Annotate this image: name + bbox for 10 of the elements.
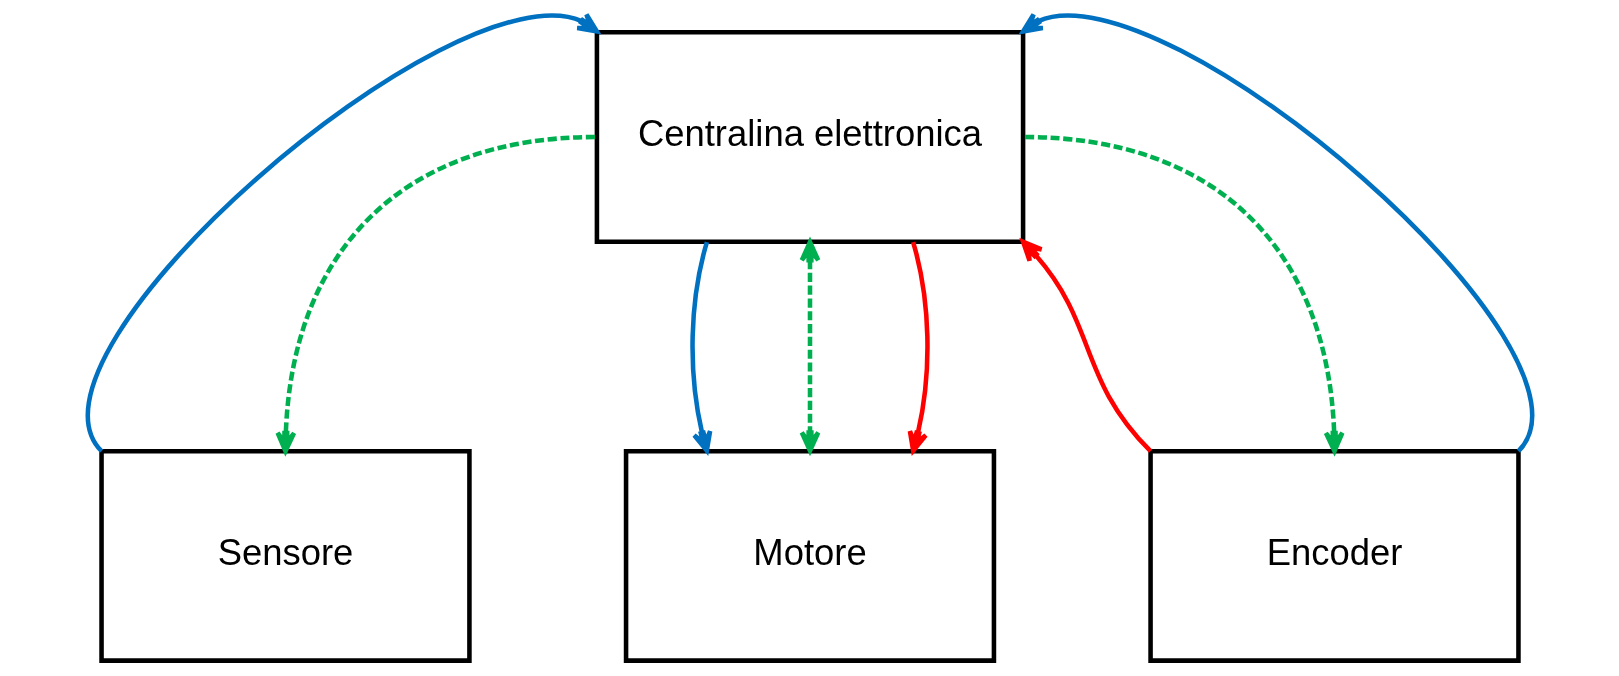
arrow [689, 241, 712, 453]
arrow [1024, 134, 1345, 454]
arrow [799, 239, 820, 453]
node-box: Encoder [1147, 448, 1521, 663]
arrow [1020, 239, 1152, 453]
node-box: Motore [623, 448, 996, 663]
arrow [274, 134, 595, 454]
node-box: Centralina elettronica [594, 30, 1025, 245]
node-box: Sensore [98, 448, 472, 663]
arrow [907, 241, 930, 453]
